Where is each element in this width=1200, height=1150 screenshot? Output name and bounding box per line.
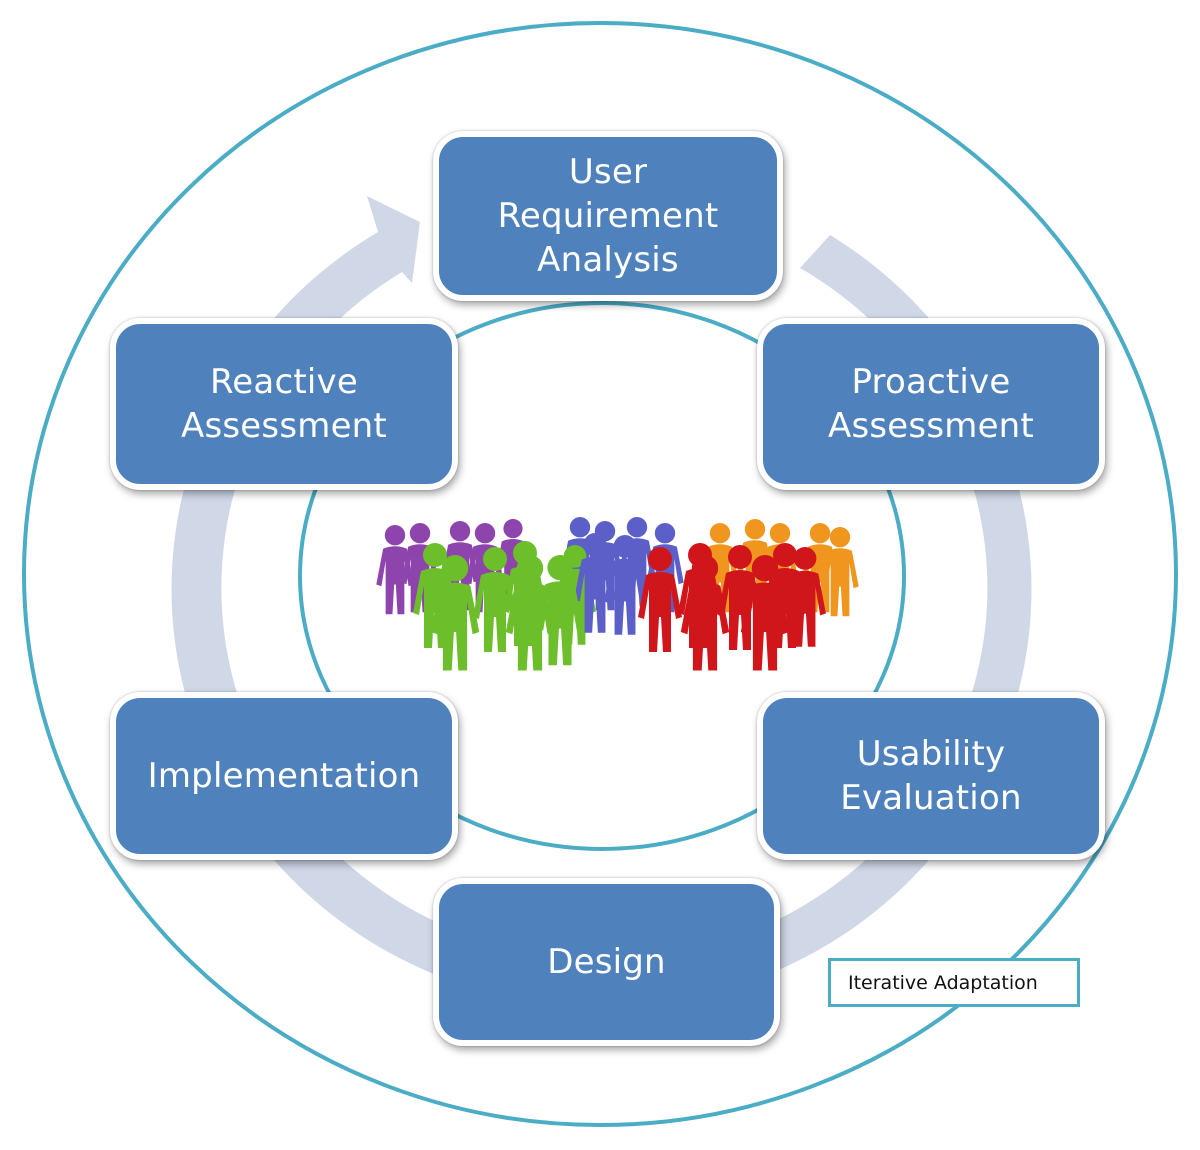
person-figure (536, 555, 584, 666)
stage-label-line: Usability (856, 734, 1006, 774)
inner-circle (298, 301, 906, 851)
stage-label-line: Assessment (828, 406, 1034, 446)
stage-proactive-assessment[interactable]: Proactive Assessment (757, 318, 1105, 490)
person-head (751, 555, 779, 582)
person-figure (821, 527, 859, 617)
stage-design[interactable]: Design (433, 878, 780, 1046)
person-head (626, 517, 648, 538)
person-head (654, 523, 676, 544)
person-head (744, 519, 766, 540)
outer-circle (22, 21, 1178, 1127)
stage-label-line: Proactive (851, 362, 1011, 402)
person-body (784, 570, 826, 647)
stage-reactive-assessment[interactable]: Reactive Assessment (110, 318, 458, 490)
person-head (547, 555, 573, 581)
person-body (740, 582, 790, 671)
person-body (801, 544, 839, 613)
person-figure (638, 547, 682, 652)
person-head (483, 547, 507, 571)
person-head (769, 523, 791, 544)
stage-usability-evaluation[interactable]: Usability Evaluation (757, 692, 1105, 860)
person-figure (574, 533, 616, 633)
person-head (503, 519, 523, 539)
person-body (505, 582, 555, 671)
person-body (430, 582, 480, 671)
person-figure (784, 547, 826, 647)
stage-user-requirement-analysis[interactable]: User Requirement Analysis (433, 131, 783, 301)
stage-label-line: User Requirement (497, 152, 719, 236)
person-figure (505, 555, 555, 671)
person-figure (604, 535, 646, 635)
person-head (516, 555, 544, 582)
person-figure (680, 555, 730, 671)
stage-label-line: Implementation (147, 756, 421, 796)
stage-label-line: Reactive (210, 362, 358, 402)
person-head (441, 555, 469, 582)
stage-label-line: Assessment (181, 406, 387, 446)
iterative-adaptation-text: Iterative Adaptation (848, 971, 1038, 994)
person-head (569, 517, 591, 538)
person-body (574, 556, 616, 633)
person-head (829, 527, 851, 548)
iterative-adaptation-label: Iterative Adaptation (828, 958, 1080, 1007)
person-head (728, 545, 752, 569)
crowd-of-people-icon (376, 517, 859, 671)
person-figure (430, 555, 480, 671)
person-head (583, 533, 607, 556)
person-head (384, 525, 406, 546)
person-head (409, 523, 431, 544)
person-head (691, 555, 719, 582)
person-body (638, 572, 682, 652)
person-body (604, 558, 646, 635)
person-head (709, 523, 731, 544)
person-figure (376, 525, 414, 615)
person-head (613, 535, 637, 558)
person-figure (801, 523, 839, 613)
person-head (648, 547, 672, 571)
person-head (423, 543, 447, 567)
person-head (449, 521, 471, 542)
stage-label-line: Analysis (537, 240, 679, 280)
person-head (474, 523, 496, 544)
person-body (536, 581, 584, 666)
stage-implementation[interactable]: Implementation (110, 692, 458, 860)
person-body (376, 546, 414, 615)
person-body (680, 582, 730, 671)
person-body (821, 548, 859, 617)
stage-label-line: Evaluation (840, 778, 1022, 818)
person-head (773, 543, 797, 567)
person-head (793, 547, 817, 570)
person-figure (701, 523, 739, 613)
person-figure (740, 555, 790, 671)
person-head (809, 523, 831, 544)
person-body (701, 544, 739, 613)
stage-label-line: Design (547, 942, 666, 982)
